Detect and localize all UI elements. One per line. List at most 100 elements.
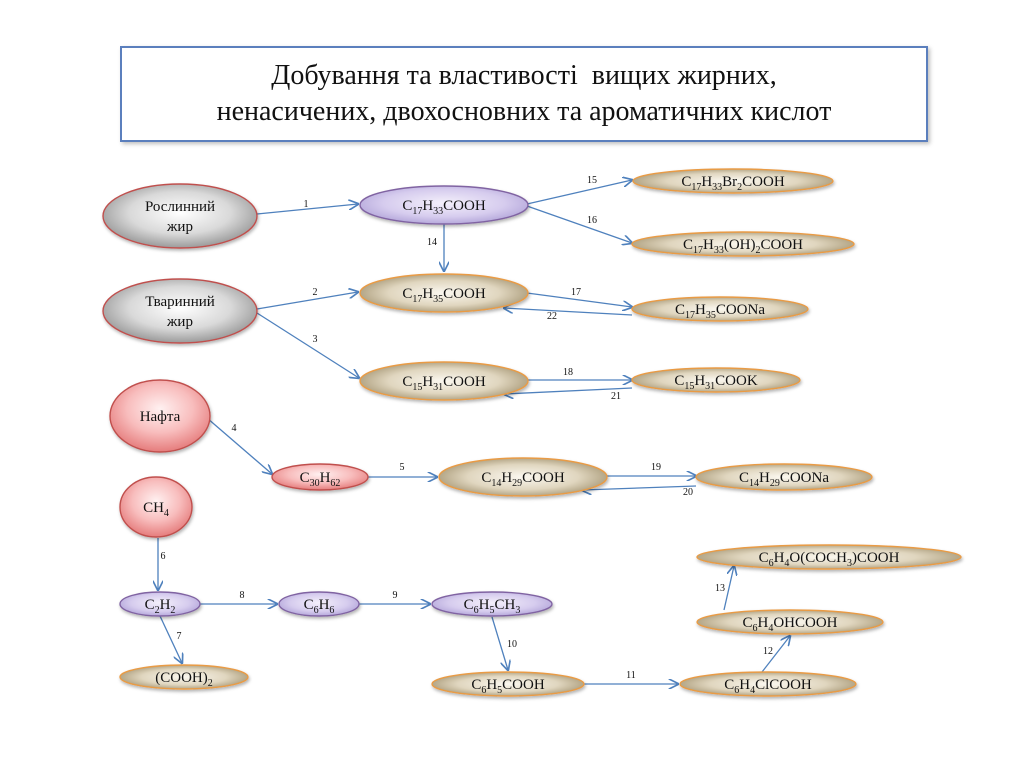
node-shape-salicylic [696, 609, 884, 635]
node-salicylic: C6H4OHCOOH [696, 609, 884, 635]
reaction-arrow-4 [206, 417, 272, 474]
node-formula-benzene: C6H6 [304, 597, 335, 616]
reaction-number-11: 11 [626, 670, 636, 681]
reaction-number-9: 9 [393, 590, 398, 601]
compound-nodes: РослиннийжирТвариннийжирНафтаCH4C17H33CO… [102, 168, 962, 697]
node-tvarynnyi-zhyr: Тваринний жир [102, 278, 258, 344]
node-formula-stearate-na: C17H35COONa [675, 302, 765, 321]
node-formula-dihydroxy: C17H33(OH)2COOH [683, 237, 803, 256]
node-dihydroxy: C17H33(OH)2COOH [631, 231, 855, 257]
reaction-arrow-15 [526, 180, 632, 205]
node-shape-triacontane [271, 463, 369, 491]
node-formula-triacontane: C30H62 [300, 470, 341, 489]
node-triacontane: C30H62 [271, 463, 369, 491]
reaction-number-1: 1 [304, 199, 309, 210]
node-palmitic: C15H31COOH [359, 361, 529, 401]
reaction-number-17: 17 [571, 287, 581, 298]
reaction-number-4: 4 [232, 423, 237, 434]
node-roslynnyi-zhyr: Рослинний жир [102, 183, 258, 249]
node-formula-toluene: C6H5CH3 [464, 597, 521, 616]
node-formula-dibromo: C17H33Br2COOH [681, 174, 785, 193]
node-formula-palmitic: C15H31COOH [402, 374, 486, 393]
node-label-tvarynnyi-zhyr-1: жир [166, 314, 193, 330]
node-shape-acetylene [119, 591, 201, 617]
node-stearate-na: C17H35COONa [631, 296, 809, 322]
node-shape-oleic [359, 185, 529, 225]
node-shape-stearate-na [631, 296, 809, 322]
reaction-number-22: 22 [547, 311, 557, 322]
reaction-arrow-3 [256, 312, 359, 378]
reaction-number-5: 5 [400, 462, 405, 473]
node-formula-oxalic: (COOH)2 [155, 670, 213, 689]
node-myristic: C14H29COOH [438, 457, 608, 497]
node-ch4: CH4 [119, 476, 193, 538]
node-formula-ch4: CH4 [143, 500, 169, 519]
node-shape-benzene [278, 591, 360, 617]
node-aspirin: C6H4O(COCH3)COOH [696, 544, 962, 570]
reaction-arrow-13 [723, 566, 734, 611]
node-formula-benzoic: C6H5COOH [471, 677, 545, 696]
node-shape-benzoic [431, 671, 585, 697]
reaction-number-12: 12 [763, 646, 773, 657]
node-formula-palmitate-k: C15H31COOK [674, 373, 758, 392]
reaction-number-14: 14 [427, 237, 437, 248]
node-shape-palmitic [359, 361, 529, 401]
reaction-number-6: 6 [161, 551, 166, 562]
node-formula-stearic: C17H35COOH [402, 286, 486, 305]
node-shape-tvarynnyi-zhyr [102, 278, 258, 344]
node-shape-oxalic [119, 664, 249, 690]
node-shape-roslynnyi-zhyr [102, 183, 258, 249]
node-label-roslynnyi-zhyr-1: жир [166, 219, 193, 235]
reaction-arrow-21 [504, 387, 633, 394]
node-formula-aspirin: C6H4O(COCH3)COOH [759, 550, 900, 569]
node-formula-chlorobenzoic: C6H4ClCOOH [724, 677, 812, 696]
reaction-arrow-12 [761, 636, 790, 673]
node-formula-acetylene: C2H2 [145, 597, 176, 616]
reaction-number-7: 7 [177, 631, 182, 642]
reaction-number-18: 18 [563, 367, 573, 378]
node-shape-myristate-na [695, 463, 873, 491]
reaction-arrow-7 [159, 615, 182, 663]
reaction-number-10: 10 [507, 639, 517, 650]
reaction-number-8: 8 [240, 590, 245, 601]
title-line-1: Добування та властивості вищих жирних, [271, 60, 777, 91]
reaction-arrow-20 [582, 486, 697, 490]
reaction-number-13: 13 [715, 583, 725, 594]
reaction-number-19: 19 [651, 462, 661, 473]
reaction-number-15: 15 [587, 175, 597, 186]
node-acetylene: C2H2 [119, 591, 201, 617]
reaction-arrow-10 [491, 616, 508, 670]
reaction-arrow-17 [526, 292, 632, 307]
node-label-roslynnyi-zhyr-0: Рослинний [145, 199, 215, 215]
node-formula-oleic: C17H33COOH [402, 198, 486, 217]
node-chlorobenzoic: C6H4ClCOOH [679, 671, 857, 697]
title-line-2: ненасичених, двохосновних та ароматичних… [216, 96, 832, 127]
node-stearic: C17H35COOH [359, 273, 529, 313]
node-label-tvarynnyi-zhyr-0: Тваринний [145, 294, 215, 310]
reaction-arrow-16 [526, 205, 632, 243]
node-myristate-na: C14H29COONa [695, 463, 873, 491]
title-box: Добування та властивості вищих жирних, н… [120, 46, 928, 142]
node-shape-toluene [431, 591, 553, 617]
node-shape-nafta [109, 379, 211, 453]
node-dibromo: C17H33Br2COOH [632, 168, 834, 194]
node-shape-stearic [359, 273, 529, 313]
node-shape-dihydroxy [631, 231, 855, 257]
node-oxalic: (COOH)2 [119, 664, 249, 690]
reaction-number-16: 16 [587, 215, 597, 226]
reaction-arrow-22 [504, 308, 633, 316]
node-nafta: Нафта [109, 379, 211, 453]
node-shape-palmitate-k [631, 367, 801, 393]
node-benzoic: C6H5COOH [431, 671, 585, 697]
reaction-number-21: 21 [611, 391, 621, 402]
reaction-arrow-2 [256, 292, 358, 310]
node-formula-salicylic: C6H4OHCOOH [742, 615, 837, 634]
node-formula-myristate-na: C14H29COONa [739, 470, 829, 489]
node-benzene: C6H6 [278, 591, 360, 617]
reaction-arrow-1 [256, 204, 358, 215]
node-oleic: C17H33COOH [359, 185, 529, 225]
node-shape-ch4 [119, 476, 193, 538]
node-palmitate-k: C15H31COOK [631, 367, 801, 393]
